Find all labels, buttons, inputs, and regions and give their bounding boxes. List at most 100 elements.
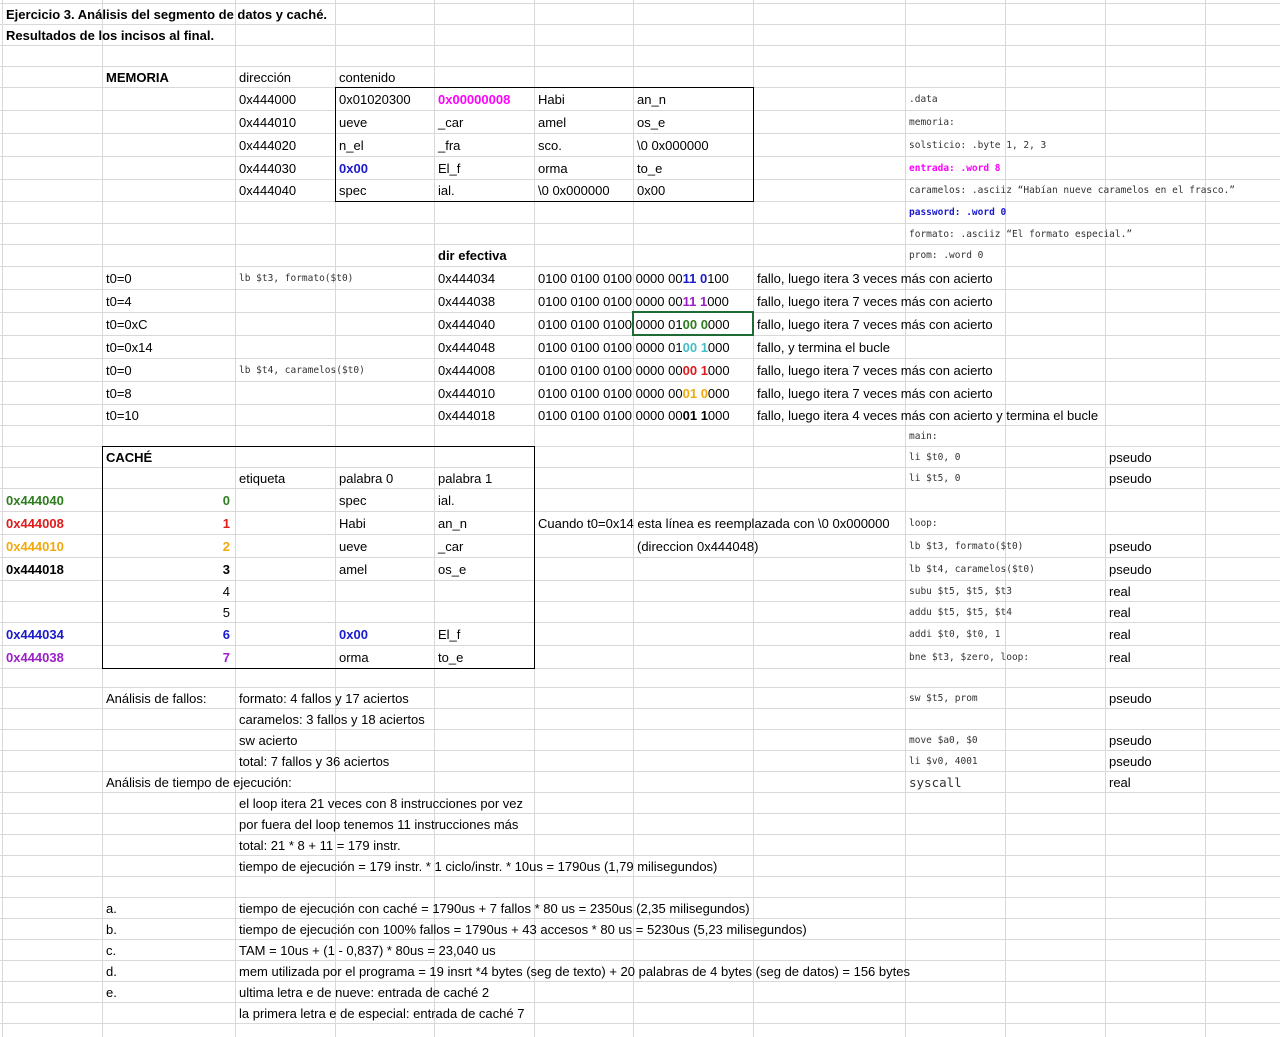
access-binary-address[interactable]: 0100 0100 0100 0000 0001 1000 [538,407,730,425]
dir-efectiva-label[interactable]: dir efectiva [438,248,507,263]
cache-line-index[interactable]: 0 [222,492,230,508]
code-line-password[interactable]: password: .word 0 [909,207,1007,218]
sheet-title[interactable]: Ejercicio 3. Análisis del segmento de da… [6,6,328,22]
tiempo-line[interactable]: total: 21 * 8 + 11 = 179 instr. [239,837,401,853]
memoria-content-cell[interactable]: 0x00000008 [438,91,511,107]
cache-line-address[interactable]: 0x444040 [6,492,64,508]
cache-line-index[interactable]: 7 [222,649,230,665]
code-line-main[interactable]: main: [909,430,938,442]
memoria-content-cell[interactable]: 0x00 [339,160,368,176]
memoria-content-cell[interactable]: 0x00 [637,183,666,198]
fallos-line[interactable]: total: 7 fallos y 36 aciertos [239,753,390,769]
inciso-answer[interactable]: TAM = 10us + (1 - 0,837) * 80us = 23,040… [239,942,496,958]
access-t0-value[interactable]: t0=10 [106,407,139,423]
cache-palabra-0[interactable]: Habi [339,515,366,531]
memoria-content-cell[interactable]: _fra [438,137,461,153]
instruction-type-li-t0[interactable]: pseudo [1109,449,1152,465]
access-t0-value[interactable]: t0=4 [106,293,132,309]
memoria-content-cell[interactable]: El_f [438,160,461,176]
fallos-line[interactable]: sw acierto [239,732,298,748]
access-t0-value[interactable]: t0=8 [106,385,132,401]
memoria-content-cell[interactable]: spec [339,183,367,198]
access-address[interactable]: 0x444010 [438,385,496,401]
code-line-data[interactable]: .data [909,93,938,105]
memoria-address[interactable]: 0x444020 [239,137,297,153]
cache-palabra-1[interactable]: an_n [438,515,467,531]
memoria-content-cell[interactable]: orma [538,160,568,176]
instruction-type-li-t5[interactable]: pseudo [1109,470,1152,486]
memoria-address[interactable]: 0x444000 [239,91,297,107]
access-address[interactable]: 0x444038 [438,293,496,309]
access-t0-value[interactable]: t0=0x14 [106,339,153,355]
code-line-lb-t4[interactable]: lb $t4, caramelos($t0) [909,563,1035,575]
cache-palabra-1[interactable]: El_f [438,626,461,642]
memoria-content-cell[interactable]: Habi [538,91,565,107]
access-address[interactable]: 0x444008 [438,362,496,378]
memoria-content-cell[interactable]: n_el [339,137,364,153]
access-t0-value[interactable]: t0=0 [106,270,132,286]
cache-note[interactable]: Cuando t0=0x14 esta línea es reemplazada… [538,515,890,531]
access-description[interactable]: fallo, y termina el bucle [757,339,890,355]
cache-palabra-1[interactable]: os_e [438,561,467,577]
cache-palabra-1[interactable]: ial. [438,492,455,508]
memoria-address[interactable]: 0x444040 [239,183,297,198]
tiempo-label[interactable]: Análisis de tiempo de ejecución: [106,774,292,790]
cache-col-palabra-1[interactable]: palabra 1 [438,470,493,486]
cache-palabra-0[interactable]: spec [339,492,367,508]
access-binary-address[interactable]: 0100 0100 0100 0000 0100 1000 [538,339,730,357]
access-t0-value[interactable]: t0=0 [106,362,132,378]
cache-line-index[interactable]: 4 [222,583,230,599]
instruction-type-lb-t3[interactable]: pseudo [1109,538,1152,554]
inciso-label[interactable]: e. [106,984,117,1000]
instruction-type-move[interactable]: pseudo [1109,732,1152,748]
memoria-address[interactable]: 0x444010 [239,114,297,130]
inciso-answer[interactable]: tiempo de ejecución con 100% fallos = 17… [239,921,807,937]
fallos-label[interactable]: Análisis de fallos: [106,690,207,706]
access-t0-value[interactable]: t0=0xC [106,316,148,332]
instruction-type-bne[interactable]: real [1109,649,1131,665]
access-description[interactable]: fallo, luego itera 7 veces más con acier… [757,385,993,401]
code-line-subu[interactable]: subu $t5, $t5, $t3 [909,585,1012,597]
instruction-type-lb-t4[interactable]: pseudo [1109,561,1152,577]
access-description[interactable]: fallo, luego itera 7 veces más con acier… [757,362,993,378]
cache-line-index[interactable]: 3 [222,561,230,577]
access-address[interactable]: 0x444040 [438,316,496,332]
instruction-type-li-v0[interactable]: pseudo [1109,753,1152,769]
code-line-formato[interactable]: formato: .asciiz “El formato especial.” [909,228,1133,240]
memoria-content-cell[interactable]: \0 0x000000 [637,137,709,153]
memoria-content-cell[interactable]: \0 0x000000 [538,183,610,198]
memoria-content-cell[interactable]: ial. [438,183,455,198]
access-instr-caramelos[interactable]: lb $t4, caramelos($t0) [239,364,365,376]
access-binary-address[interactable]: 0100 0100 0100 0000 0000 1000 [538,362,730,380]
cache-palabra-0[interactable]: amel [339,561,368,577]
memoria-address[interactable]: 0x444030 [239,160,297,176]
memoria-content-cell[interactable]: an_n [637,91,666,107]
access-instr-formato[interactable]: lb $t3, formato($t0) [239,272,354,284]
cache-line-index[interactable]: 5 [222,604,230,620]
memoria-content-cell[interactable]: amel [538,114,567,130]
cache-palabra-0[interactable]: 0x00 [339,626,368,642]
memoria-content-cell[interactable]: os_e [637,114,666,130]
access-binary-address[interactable]: 0100 0100 0100 0000 0011 1000 [538,293,729,311]
code-line-prom[interactable]: prom: .word 0 [909,250,984,261]
memoria-content-cell[interactable]: 0x01020300 [339,91,411,107]
access-description[interactable]: fallo, luego itera 7 veces más con acier… [757,316,993,332]
instruction-type-subu[interactable]: real [1109,583,1131,599]
cache-palabra-0[interactable]: ueve [339,538,368,554]
inciso-answer[interactable]: ultima letra e de nueve: entrada de cach… [239,984,490,1000]
tiempo-line[interactable]: el loop itera 21 veces con 8 instruccion… [239,795,523,811]
inciso-answer[interactable]: tiempo de ejecución con caché = 1790us +… [239,900,750,916]
access-address[interactable]: 0x444034 [438,270,496,286]
access-description[interactable]: fallo, luego itera 7 veces más con acier… [757,293,993,309]
cache-palabra-1[interactable]: _car [438,538,464,554]
instruction-type-syscall[interactable]: real [1109,774,1131,790]
cache-palabra-0[interactable]: orma [339,649,369,665]
cache-note-address[interactable]: (direccion 0x444048) [637,538,759,554]
access-binary-address[interactable]: 0100 0100 0100 0000 0100 0000 [538,316,730,334]
selected-cell[interactable] [632,311,754,336]
inciso-label[interactable]: b. [106,921,117,937]
cache-col-palabra-0[interactable]: palabra 0 [339,470,394,486]
memoria-content-cell[interactable]: to_e [637,160,663,176]
cache-line-address[interactable]: 0x444034 [6,626,64,642]
